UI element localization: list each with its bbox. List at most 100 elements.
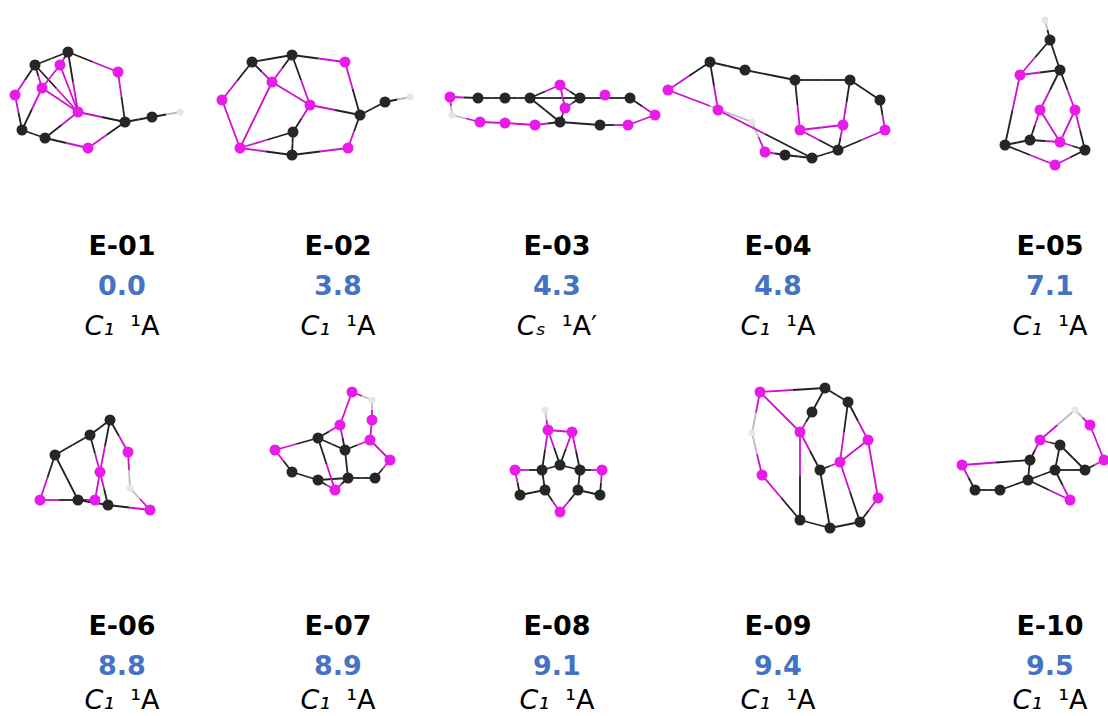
atom xyxy=(555,507,566,518)
atom xyxy=(347,387,358,398)
atom xyxy=(795,427,806,438)
atom xyxy=(1055,137,1066,148)
atom xyxy=(287,467,298,478)
atom xyxy=(880,125,891,136)
electronic-state: ¹A xyxy=(565,686,594,713)
bond xyxy=(668,90,710,106)
atom xyxy=(177,109,184,116)
atom xyxy=(475,117,486,128)
bond xyxy=(718,110,765,134)
cluster-model xyxy=(663,57,891,164)
atom xyxy=(740,65,751,76)
atom xyxy=(1080,465,1091,476)
bond xyxy=(799,476,801,520)
atom xyxy=(833,145,844,156)
atom xyxy=(650,110,661,121)
atom xyxy=(543,425,554,436)
atom xyxy=(500,93,511,104)
atom xyxy=(855,517,866,528)
relative-energy: 9.5 xyxy=(1026,652,1074,679)
symmetry-state: C₁ ¹A xyxy=(741,312,816,339)
atom xyxy=(573,485,584,496)
electronic-state: ¹A xyxy=(786,312,815,339)
point-group: C₁ xyxy=(741,686,771,713)
atom xyxy=(760,147,771,158)
bond xyxy=(799,432,801,476)
atom xyxy=(313,475,324,486)
symmetry-state: C₁¹A xyxy=(85,312,160,339)
structure-id: E-03 xyxy=(523,232,590,259)
atom xyxy=(815,465,826,476)
structure-id: E-02 xyxy=(304,232,371,259)
atom xyxy=(705,57,716,68)
atom xyxy=(370,473,381,484)
symmetry-state: C₁ ¹A xyxy=(741,686,816,713)
atom xyxy=(875,95,886,106)
relative-energy: 8.8 xyxy=(98,652,146,679)
electronic-state: ¹A xyxy=(786,686,815,713)
cluster-model xyxy=(217,50,414,161)
cluster-model xyxy=(749,383,884,534)
atom xyxy=(1035,105,1046,116)
cluster-model xyxy=(510,407,608,518)
atom xyxy=(825,523,836,534)
atom xyxy=(1070,105,1081,116)
structure-id: E-01 xyxy=(88,232,155,259)
atom xyxy=(30,60,41,71)
atom xyxy=(595,490,606,501)
atom xyxy=(1000,140,1011,151)
atom xyxy=(355,110,366,121)
symmetry-state: Cₛ¹A′ xyxy=(517,312,597,339)
symmetry-state: C₁¹A xyxy=(301,686,376,713)
atom xyxy=(795,515,806,526)
atom xyxy=(555,460,566,471)
atom xyxy=(1050,160,1061,171)
point-group: C₁ xyxy=(741,312,771,339)
atom xyxy=(335,420,346,431)
point-group: C₁ xyxy=(85,686,115,713)
atom xyxy=(37,83,48,94)
atom xyxy=(575,93,586,104)
atom xyxy=(55,60,66,71)
symmetry-state: C₁ ¹A xyxy=(85,686,160,713)
atom xyxy=(625,93,636,104)
atom xyxy=(343,473,354,484)
atom xyxy=(1025,135,1036,146)
atom xyxy=(313,433,324,444)
structure-id: E-09 xyxy=(744,612,811,639)
cluster-model xyxy=(270,387,396,496)
atom xyxy=(73,495,84,506)
atom xyxy=(105,415,116,426)
atom xyxy=(445,92,456,103)
relative-energy: 4.8 xyxy=(754,272,802,299)
symmetry-state: C₁¹A xyxy=(1013,686,1088,713)
atom xyxy=(820,383,831,394)
atom xyxy=(1055,65,1066,76)
symmetry-state: C₁¹A xyxy=(1013,312,1088,339)
atom xyxy=(127,485,134,492)
atom xyxy=(1072,407,1079,414)
structure-id: E-05 xyxy=(1016,232,1083,259)
atom xyxy=(90,495,101,506)
atom xyxy=(63,47,74,58)
atom xyxy=(40,133,51,144)
atom xyxy=(597,465,608,476)
atom xyxy=(113,67,124,78)
atom xyxy=(575,465,586,476)
atom xyxy=(845,75,856,86)
atom xyxy=(380,97,391,108)
atom xyxy=(330,485,341,496)
atom xyxy=(17,125,28,136)
electronic-state: ¹A xyxy=(130,686,159,713)
relative-energy: 7.1 xyxy=(1026,272,1074,299)
atom xyxy=(145,505,156,516)
atom xyxy=(510,465,521,476)
structure-id: E-10 xyxy=(1016,612,1083,639)
atom xyxy=(537,465,548,476)
atom xyxy=(35,495,46,506)
atom xyxy=(873,493,884,504)
atom xyxy=(790,75,801,86)
atom xyxy=(542,407,549,414)
atom xyxy=(863,435,874,446)
